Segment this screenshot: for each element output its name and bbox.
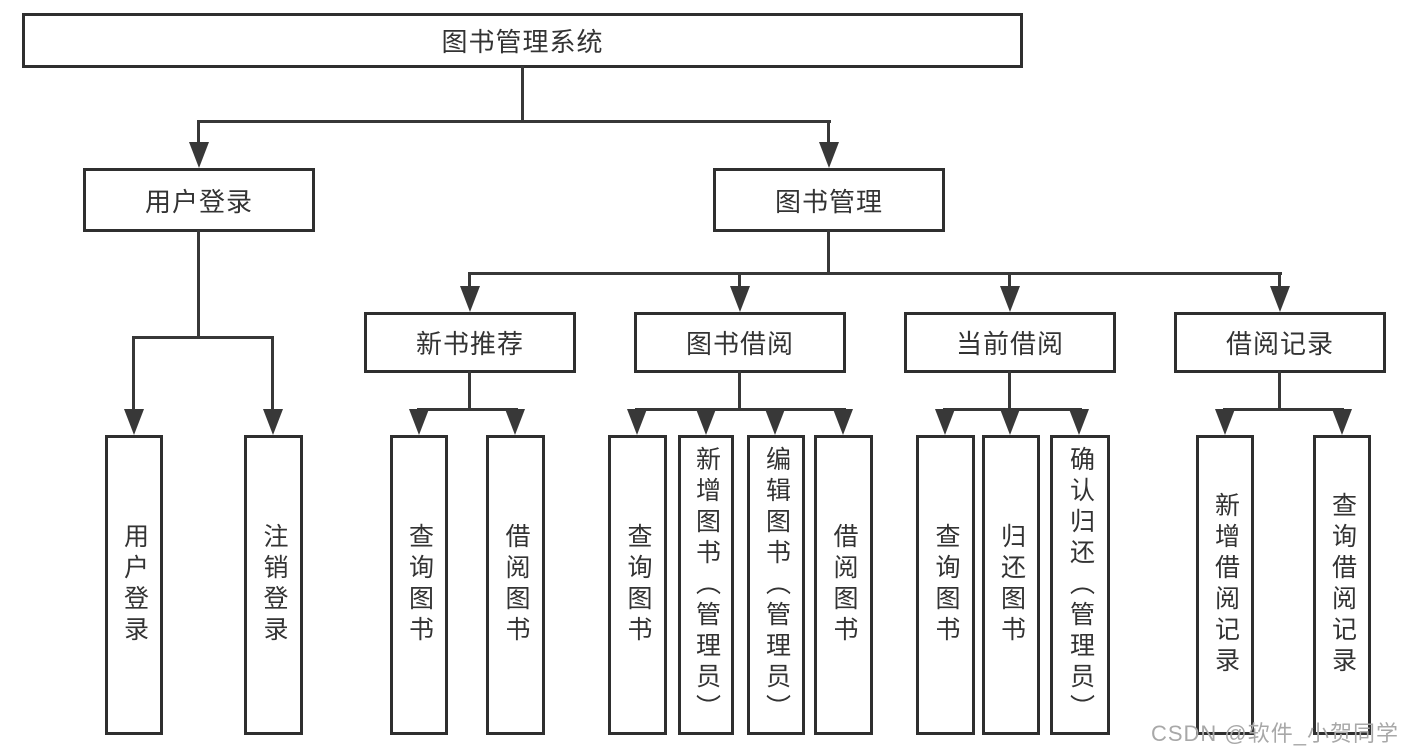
connector-book-management-drop [827,120,830,146]
arrow-down-icon [696,409,716,435]
arrow-down-icon [1270,286,1290,312]
connector-root-stem [521,66,524,123]
leaf-borrow-books: 借阅图书 [814,435,873,735]
leaf-label: 借阅图书 [502,523,530,647]
leaf-label: 新增图书（管理员） [692,445,721,725]
connector-level3-drop [738,272,741,290]
leaf-query-borrow-record: 查询借阅记录 [1313,435,1371,735]
node-book-management: 图书管理 [713,168,945,232]
arrow-down-icon [833,409,853,435]
leaf-user-login: 用户登录 [105,435,163,735]
connector-new-book-rail [417,408,518,411]
leaf-label: 编辑图书（管理员） [762,445,791,725]
leaf-label: 用户登录 [120,523,149,647]
connector-book-management-stem [827,230,830,275]
leaf-label: 注销登录 [260,523,288,647]
arrow-down-icon [765,409,785,435]
arrow-down-icon [1000,286,1020,312]
arrow-down-icon [730,286,750,312]
connector-book-borrow-rail [635,408,846,411]
node-label: 用户登录 [144,186,253,217]
arrow-down-icon [935,409,955,435]
node-label: 图书借阅 [685,329,794,359]
leaf-label: 查询图书 [932,523,960,647]
leaf-add-borrow-record: 新增借阅记录 [1196,435,1254,735]
node-borrow-records: 借阅记录 [1174,312,1386,373]
arrow-down-icon [409,409,429,435]
connector-current-borrow-stem [1008,371,1011,411]
connector-level3-drop [1278,272,1281,290]
leaf-add-books-admin: 新增图书（管理员） [678,435,734,735]
leaf-edit-books-admin: 编辑图书（管理员） [747,435,805,735]
connector-user-login-rail [132,336,274,339]
leaf-borrow-books-recommend: 借阅图书 [486,435,545,735]
node-library-management-system: 图书管理系统 [22,13,1023,68]
leaf-logout-login: 注销登录 [244,435,303,735]
leaf-label: 查询借阅记录 [1328,492,1357,678]
leaf-label: 借阅图书 [830,523,858,647]
leaf-label: 查询图书 [624,523,652,647]
arrow-down-icon [263,409,283,435]
csdn-watermark: CSDN @软件_小贺同学 [1150,721,1399,746]
node-label: 图书管理系统 [441,27,604,57]
leaf-query-books-recommend: 查询图书 [390,435,448,735]
leaf-label: 查询图书 [405,523,434,647]
connector-user-login-stem [197,230,200,336]
node-label: 新书推荐 [415,329,524,359]
connector-root-rail [197,120,831,123]
leaf-query-books-borrow: 查询图书 [608,435,667,735]
leaf-label: 确认归还（管理员） [1066,445,1095,725]
leaf-return-books: 归还图书 [982,435,1040,735]
connector-leaf-drop [271,336,274,411]
connector-book-borrow-stem [738,371,741,411]
node-label: 图书管理 [774,186,883,217]
node-user-login: 用户登录 [83,168,315,232]
leaf-confirm-return-admin: 确认归还（管理员） [1050,435,1110,735]
arrow-down-icon [505,409,525,435]
arrow-down-icon [1069,409,1089,435]
connector-borrow-records-stem [1278,371,1281,411]
arrow-down-icon [1215,409,1235,435]
leaf-label: 新增借阅记录 [1211,492,1240,678]
arrow-down-icon [627,409,647,435]
arrow-down-icon [819,142,839,168]
node-label: 当前借阅 [955,329,1064,359]
connector-new-book-stem [468,371,471,411]
connector-borrow-records-rail [1223,408,1344,411]
node-current-borrow: 当前借阅 [904,312,1116,373]
node-new-book-recommend: 新书推荐 [364,312,576,373]
leaf-label: 归还图书 [997,523,1026,647]
arrow-down-icon [124,409,144,435]
connector-book-management-rail [468,272,1282,275]
node-book-borrow: 图书借阅 [634,312,846,373]
arrow-down-icon [1000,409,1020,435]
arrow-down-icon [189,142,209,168]
node-label: 借阅记录 [1225,329,1334,359]
leaf-query-books-current: 查询图书 [916,435,975,735]
connector-user-login-drop [197,120,200,146]
connector-level3-drop [468,272,471,290]
arrow-down-icon [1332,409,1352,435]
arrow-down-icon [460,286,480,312]
connector-leaf-drop [132,336,135,411]
connector-level3-drop [1008,272,1011,290]
